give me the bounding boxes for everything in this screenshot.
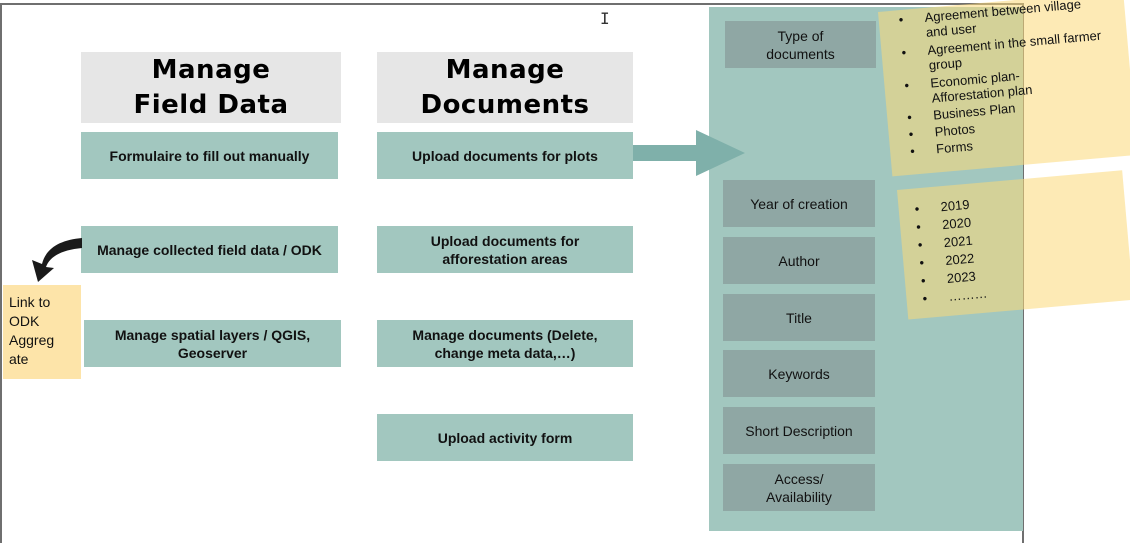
upload-afforestation-label: Upload documents for afforestation areas [430, 232, 580, 267]
manage-spatial-layers-box[interactable]: Manage spatial layers / QGIS, Geoserver [84, 320, 341, 367]
upload-afforestation-box[interactable]: Upload documents for afforestation areas [377, 226, 633, 273]
right-arrow-icon [633, 130, 745, 176]
document-types-note: Agreement between village and user Agree… [878, 0, 1130, 177]
manage-field-data-header: Manage Field Data [81, 52, 341, 123]
upload-plots-label: Upload documents for plots [412, 147, 598, 164]
field-short-description-label: Short Description [745, 422, 853, 439]
field-short-description: Short Description [723, 407, 875, 454]
manage-documents-header: Manage Documents [377, 52, 633, 123]
upload-plots-box[interactable]: Upload documents for plots [377, 132, 633, 179]
field-title-label: Title [786, 309, 812, 326]
text-cursor-icon: I [600, 9, 610, 28]
manage-documents-title: Manage Documents [420, 54, 590, 120]
field-year-of-creation: Year of creation [723, 180, 875, 227]
manage-spatial-layers-label: Manage spatial layers / QGIS, Geoserver [114, 326, 311, 361]
link-to-odk-note[interactable]: Link to ODK Aggreg ate [3, 285, 81, 379]
field-title: Title [723, 294, 875, 341]
field-author: Author [723, 237, 875, 284]
manage-documents-label: Manage documents (Delete, change meta da… [412, 326, 598, 361]
curved-arrow-icon [32, 238, 82, 282]
manage-odk-box[interactable]: Manage collected field data / ODK [81, 226, 338, 273]
manage-field-data-title: Manage Field Data [133, 54, 289, 120]
manage-documents-box[interactable]: Manage documents (Delete, change meta da… [377, 320, 633, 367]
manage-odk-label: Manage collected field data / ODK [97, 241, 322, 258]
field-type-of-documents: Type of documents [725, 21, 876, 68]
field-keywords-label: Keywords [768, 365, 830, 382]
field-year-of-creation-label: Year of creation [750, 195, 848, 212]
formulaire-label: Formulaire to fill out manually [109, 147, 310, 164]
field-access-availability-label: Access/ Availability [766, 470, 832, 505]
field-type-of-documents-label: Type of documents [766, 27, 835, 62]
field-access-availability: Access/ Availability [723, 464, 875, 511]
upload-activity-form-box[interactable]: Upload activity form [377, 414, 633, 461]
field-author-label: Author [778, 252, 820, 269]
upload-activity-form-label: Upload activity form [437, 429, 573, 446]
formulaire-box[interactable]: Formulaire to fill out manually [81, 132, 338, 179]
years-list: 2019 2020 2021 2022 2023 ……… [910, 185, 1099, 308]
years-note: 2019 2020 2021 2022 2023 ……… [897, 170, 1130, 320]
document-types-list: Agreement between village and user Agree… [894, 0, 1116, 159]
field-keywords: Keywords [723, 350, 875, 397]
